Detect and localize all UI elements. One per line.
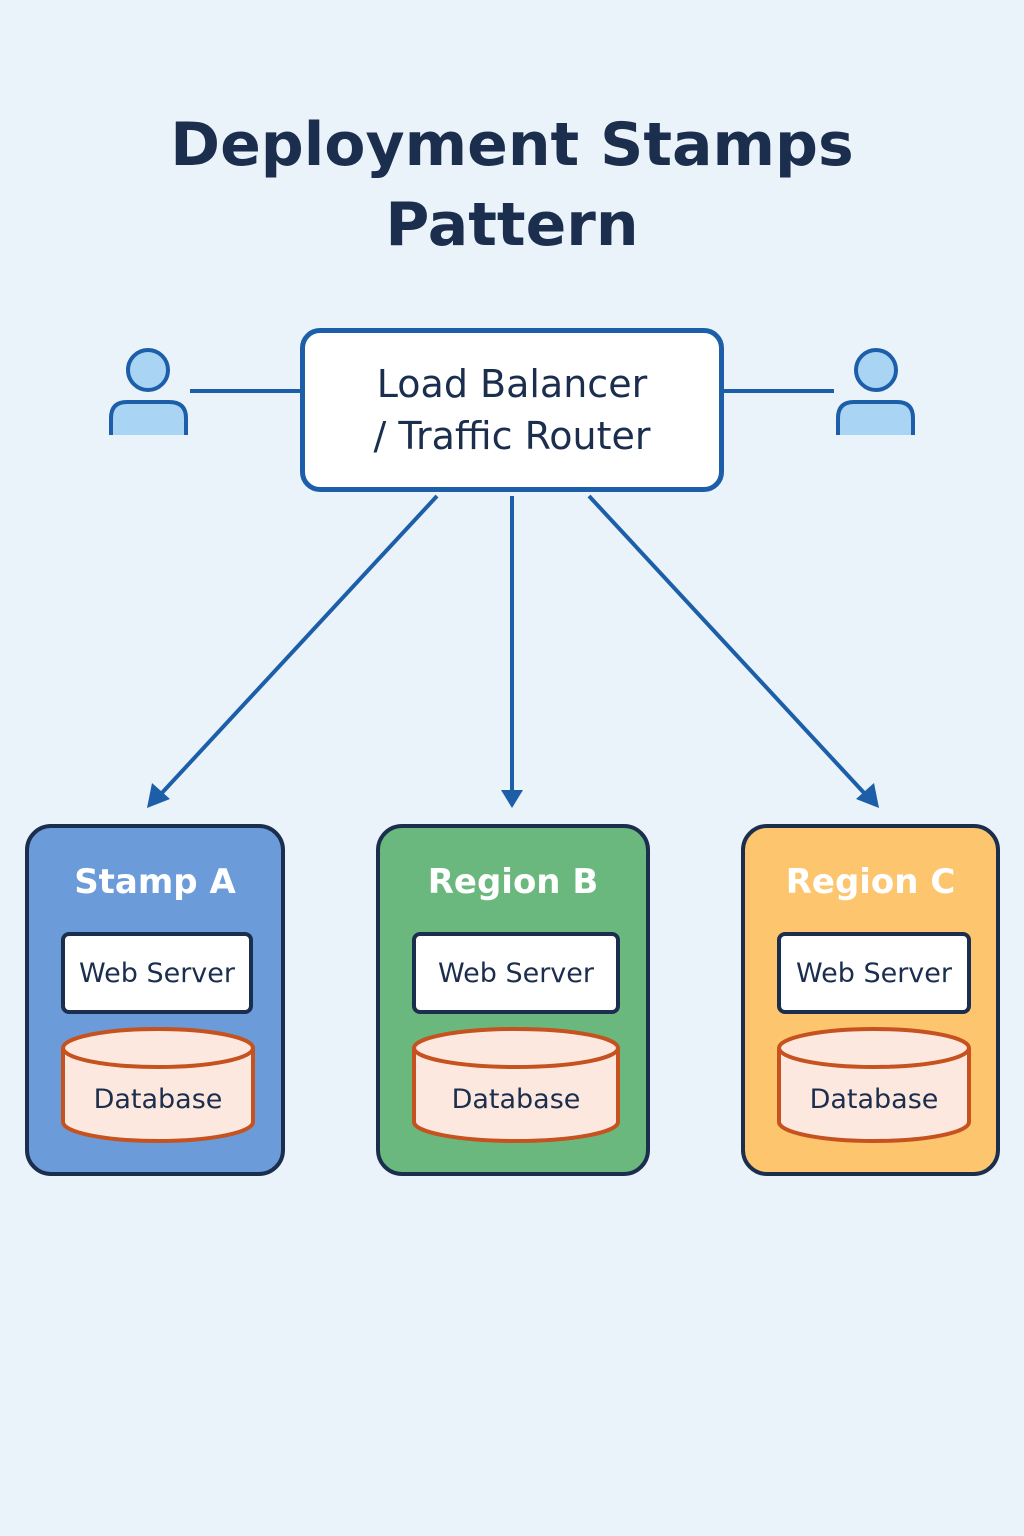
database-icon (61, 1027, 255, 1143)
web-server-box: Web Server (412, 932, 620, 1014)
diagram-title: Deployment Stamps Pattern (0, 105, 1024, 265)
user-icon (836, 348, 915, 435)
web-server-box: Web Server (777, 932, 971, 1014)
database-label: Database (451, 1084, 581, 1115)
region-b-container: Region B Web Server Database (376, 824, 650, 1176)
database-cylinder: Database (61, 1026, 255, 1146)
web-server-label: Web Server (438, 957, 594, 989)
load-balancer-label-line-2: / Traffic Router (373, 414, 651, 458)
arrowhead-region-c (856, 783, 879, 808)
database-label: Database (93, 1084, 223, 1115)
stamp-title: Region B (427, 862, 599, 902)
title-line-1: Deployment Stamps (170, 110, 854, 180)
load-balancer-label-line-1: Load Balancer (376, 362, 648, 406)
database-icon (412, 1027, 620, 1143)
arrow-to-region-c (587, 494, 868, 797)
database-cylinder: Database (777, 1026, 971, 1146)
arrowhead-stamp-a (147, 783, 170, 808)
stamp-title: Region C (785, 862, 956, 902)
load-balancer-box: Load Balancer / Traffic Router (300, 328, 724, 492)
web-server-box: Web Server (61, 932, 253, 1014)
region-c-container: Region C Web Server Database (741, 824, 1000, 1176)
web-server-label: Web Server (79, 957, 235, 989)
database-label: Database (809, 1084, 939, 1115)
stamp-title: Stamp A (74, 862, 236, 902)
user-icon (109, 348, 188, 435)
title-line-2: Pattern (385, 190, 639, 260)
web-server-label: Web Server (796, 957, 952, 989)
arrowhead-region-b (501, 790, 523, 808)
arrow-to-stamp-a (158, 494, 439, 797)
database-icon (777, 1027, 971, 1143)
database-cylinder: Database (412, 1026, 620, 1146)
stamp-a-container: Stamp A Web Server Database (25, 824, 285, 1176)
